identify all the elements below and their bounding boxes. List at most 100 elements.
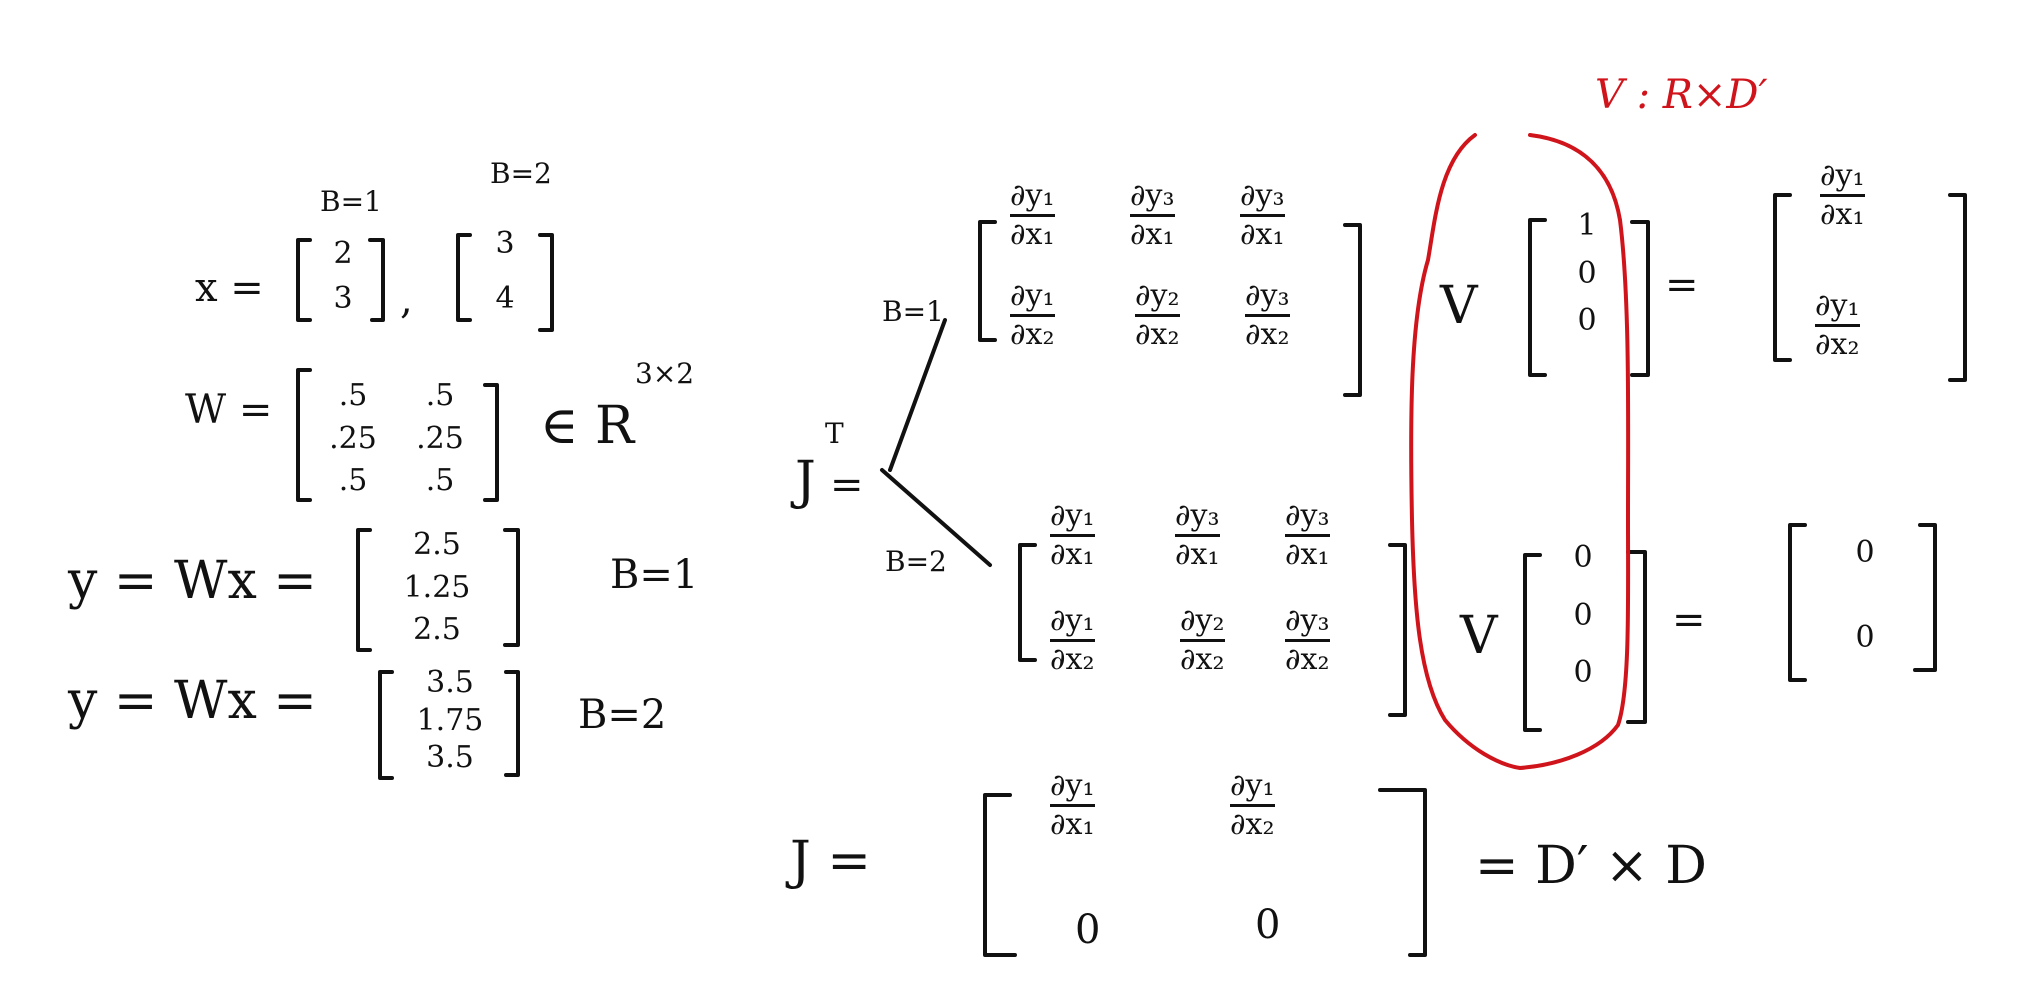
v-vector-top: 1 0 0: [1552, 208, 1622, 338]
v-vector-bottom: 0 0 0: [1548, 540, 1618, 690]
bracket: [503, 528, 520, 647]
result-fraction: ∂y₁∂x₂: [1815, 288, 1860, 362]
W-entry: .25: [329, 420, 377, 456]
V-shape-note: V : R×D′: [1595, 72, 1768, 118]
partial-fraction: ∂y₃∂x₂: [1285, 603, 1330, 677]
W-label: W =: [185, 387, 273, 433]
bracket: [1343, 223, 1362, 397]
bracket: [1630, 220, 1650, 377]
x-vector-entry: 3: [495, 226, 515, 261]
branch-line-upper: [888, 318, 947, 472]
J-equation-label: J =: [790, 831, 871, 891]
bracket: [483, 383, 499, 502]
y-vector-b1: 2.5 1.25 2.5: [372, 527, 502, 647]
bracket: [1948, 193, 1967, 382]
bracket: [978, 220, 997, 342]
comma: ,: [400, 277, 413, 323]
J-entry-fraction: ∂y₁∂x₂: [1230, 768, 1275, 842]
y-vector-b2: 3.5 1.75 3.5: [395, 665, 505, 775]
bracket: [1018, 543, 1037, 662]
batch-note-b1: B=1: [610, 552, 699, 598]
x-vector-entry: 4: [495, 281, 515, 316]
result-fraction: ∂y₁∂x₁: [1820, 158, 1865, 232]
J-entry-zero: 0: [1255, 902, 1281, 948]
partial-fraction: ∂y₂∂x₂: [1135, 278, 1180, 352]
y-entry: 3.5: [426, 665, 474, 700]
y-equation-b1: y = Wx =: [68, 551, 317, 611]
x-vector-entry: 2: [333, 236, 353, 271]
y-entry: 2.5: [413, 612, 461, 647]
result-entry: 0: [1855, 620, 1875, 655]
bracket: [1388, 543, 1407, 717]
v-entry: 0: [1573, 655, 1593, 690]
in-R: ∈ R: [540, 396, 635, 456]
equals-bottom: =: [1672, 597, 1706, 643]
partial-fraction: ∂y₃∂x₁: [1285, 498, 1330, 572]
partial-fraction: ∂y₁∂x₂: [1010, 278, 1055, 352]
J-entry-zero: 0: [1075, 907, 1101, 953]
partial-fraction: ∂y₃∂x₁: [1175, 498, 1220, 572]
partial-fraction: ∂y₂∂x₂: [1180, 603, 1225, 677]
y-entry: 2.5: [413, 527, 461, 562]
bracket: [1626, 550, 1647, 724]
v-entry: 0: [1577, 303, 1597, 338]
W-col-1: .5 .25 .5: [318, 378, 388, 498]
v-entry: 0: [1573, 540, 1593, 575]
v-entry: 1: [1577, 208, 1597, 243]
J-entry-fraction: ∂y₁∂x₁: [1050, 768, 1095, 842]
R-exponent: 3×2: [635, 357, 695, 390]
bracket: [356, 528, 372, 652]
branch-label-b1: B=1: [882, 295, 944, 328]
bracket: [296, 238, 312, 322]
JT-superscript: T: [825, 417, 844, 450]
bracket: [538, 233, 554, 332]
bracket: [1523, 553, 1542, 732]
V-label-top: V: [1440, 276, 1478, 336]
x-vector-b1: 2 3: [318, 236, 368, 316]
bracket: [1528, 218, 1547, 377]
y-entry: 1.25: [403, 569, 471, 605]
batch-note-b2: B=2: [578, 692, 667, 738]
x-label: x =: [195, 265, 264, 311]
v-entry: 0: [1573, 597, 1593, 633]
y-entry: 3.5: [426, 740, 474, 775]
bracket: [1773, 193, 1792, 362]
partial-fraction: ∂y₁∂x₁: [1050, 498, 1095, 572]
partial-fraction: ∂y₃∂x₁: [1240, 178, 1285, 252]
bracket: [1378, 788, 1427, 957]
batch-label-b1: B=1: [320, 185, 382, 218]
W-entry: .5: [338, 463, 368, 498]
bracket: [983, 793, 1017, 957]
bracket: [378, 670, 394, 780]
bracket: [368, 238, 385, 322]
y-entry: 1.75: [416, 702, 484, 738]
partial-fraction: ∂y₃∂x₁: [1130, 178, 1175, 252]
W-entry: .5: [338, 378, 368, 413]
J-dimension: = D′ × D: [1475, 836, 1707, 896]
W-entry: .25: [416, 420, 464, 456]
red-loop: [1409, 133, 1631, 771]
partial-fraction: ∂y₁∂x₂: [1050, 603, 1095, 677]
equals-top: =: [1665, 262, 1699, 308]
branch-line-lower: [880, 468, 992, 567]
x-vector-entry: 3: [333, 281, 353, 316]
W-entry: .5: [425, 378, 455, 413]
W-entry: .5: [425, 463, 455, 498]
bracket: [456, 233, 472, 322]
W-col-2: .5 .25 .5: [405, 378, 475, 498]
bracket: [504, 670, 520, 777]
bracket: [1788, 523, 1807, 682]
JT-equals: =: [830, 462, 864, 508]
result-entry: 0: [1855, 535, 1875, 570]
V-label-bottom: V: [1460, 606, 1498, 666]
partial-fraction: ∂y₃∂x₂: [1245, 278, 1290, 352]
JT-label: J: [795, 451, 816, 511]
bracket: [296, 368, 312, 502]
y-equation-b2: y = Wx =: [68, 671, 317, 731]
partial-fraction: ∂y₁∂x₁: [1010, 178, 1055, 252]
batch-label-b2: B=2: [490, 157, 552, 190]
x-vector-b2: 3 4: [480, 226, 530, 316]
result-zero-vector: 0 0: [1830, 535, 1900, 655]
bracket: [1913, 523, 1937, 672]
